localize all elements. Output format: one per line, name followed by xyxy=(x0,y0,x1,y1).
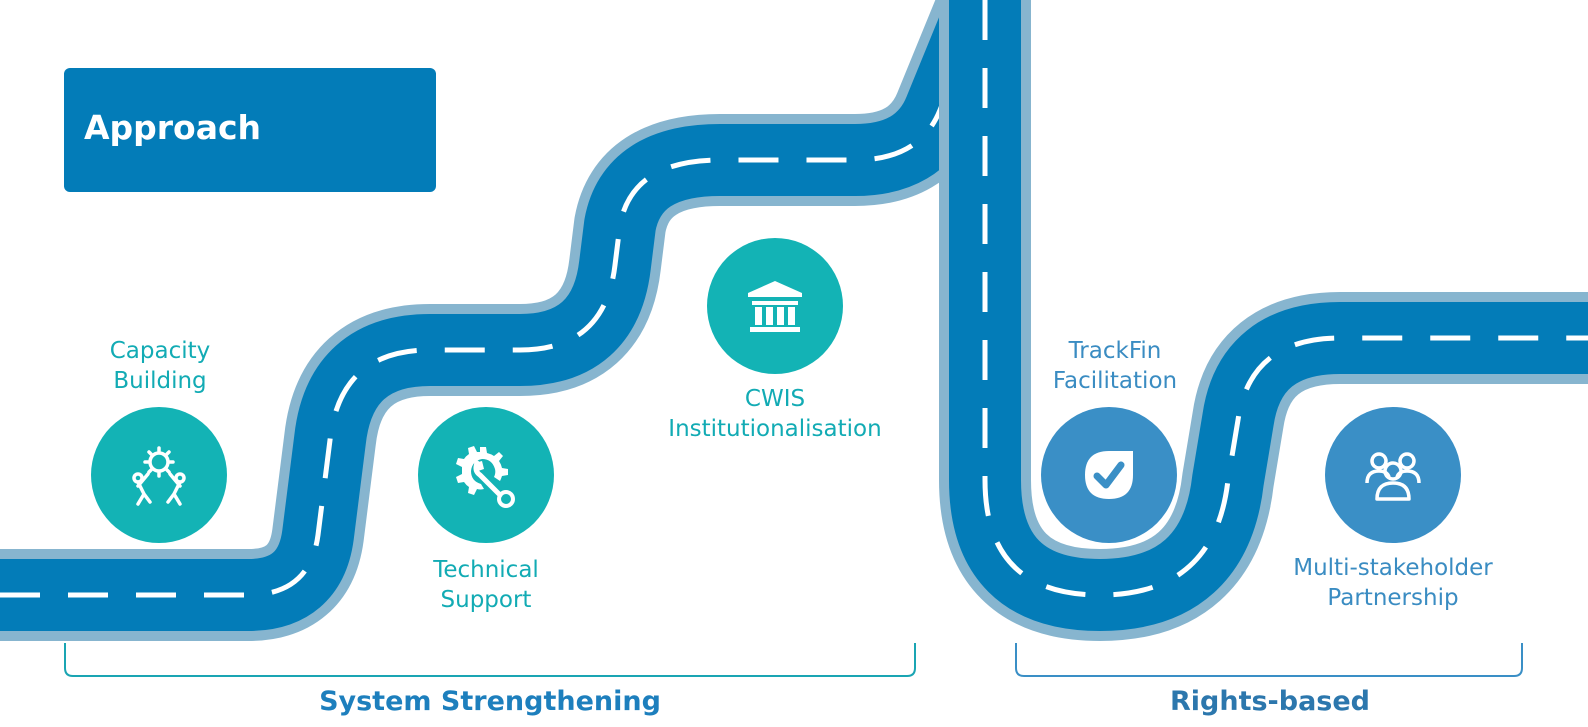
road-right-dashes xyxy=(982,0,1588,598)
checkmark-drop-icon xyxy=(1085,451,1133,499)
multi-stakeholder-partnership-circle xyxy=(1325,407,1461,543)
rights-based-bracket xyxy=(1015,643,1523,677)
trackfin-facilitation-circle xyxy=(1041,407,1177,543)
road-left-dashes xyxy=(0,0,985,595)
wrench-gear-icon xyxy=(456,446,515,508)
title-box: Approach xyxy=(64,68,436,192)
group-people-icon xyxy=(1365,452,1421,501)
institution-building-icon xyxy=(748,281,802,332)
technical-support-label: Technical Support xyxy=(433,557,539,613)
capacity-building-label: Capacity Building xyxy=(109,338,211,394)
system-strengthening-label: System Strengthening xyxy=(319,686,661,717)
technical-support-circle xyxy=(418,407,554,543)
rights-based-label: Rights-based xyxy=(1169,686,1371,717)
trackfin-facilitation-label: TrackFin Facilitation xyxy=(1052,338,1178,394)
cwis-institutionalisation-label: CWIS Institutionalisation xyxy=(668,386,882,442)
page-title: Approach xyxy=(84,108,262,147)
system-strengthening-bracket xyxy=(64,643,916,677)
teamwork-gear-icon xyxy=(132,446,186,506)
multi-stakeholder-partnership-label: Multi-stakeholder Partnership xyxy=(1293,555,1493,611)
cwis-institutionalisation-circle xyxy=(707,238,843,374)
capacity-building-circle xyxy=(91,407,227,543)
